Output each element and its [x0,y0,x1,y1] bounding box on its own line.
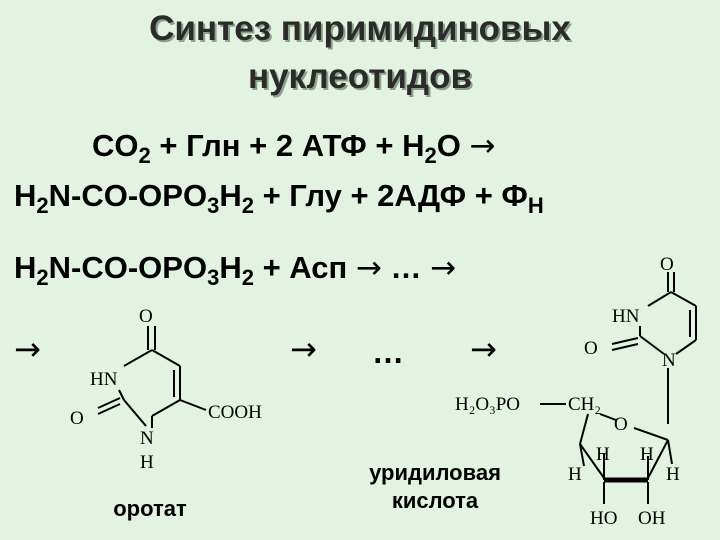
ump-caption-line1: уридиловая [369,460,501,485]
reaction-2-sub: 2 [241,193,254,218]
reaction-1-co: CO [92,128,139,163]
reaction-1-reactants: + Глн + 2 АТФ + Н [150,128,425,163]
orotate-n: N [140,428,154,449]
orotate-cooh: COOH [208,402,262,423]
reaction-3-h: Н [14,250,37,285]
reaction-1-sub: 2 [138,143,151,168]
reaction-2-carbamoyl: N-CO-OPO [48,178,208,213]
reaction-3-sub: 2 [36,265,49,290]
orotate-caption: оротат [113,496,187,521]
ump-o-left: O [584,338,598,359]
reaction-2-sub: 2 [36,193,49,218]
reaction-3-sub: 2 [241,265,254,290]
ump-h2: H [596,444,610,465]
reaction-2-sub: Н [527,193,544,218]
reaction-3-carbamoyl: N-CO-OPO [48,250,208,285]
ump-h1: H [568,464,582,485]
reaction-3-dots: … [381,250,431,285]
ump-ho: HO [590,508,617,529]
reaction-1-o: О [436,128,470,163]
ump-phosphate: H₂O₃PO [455,394,520,415]
page-title-line2: нуклеотидов [247,57,473,96]
right-arrow-icon: → [14,330,41,368]
ump-h4: H [666,464,680,485]
reaction-2-sub: 3 [207,193,220,218]
reaction-2-products: + Глу + 2АДФ + Ф [253,178,528,213]
orotate-structure: O HN O N H COOH [70,306,262,473]
ump-structure: O HN O N H₂O₃PO CH₂ O H H H H HO OH [455,254,697,529]
reaction-2-h2: Н [219,178,242,213]
reaction-3-asp: + Асп [253,250,356,285]
ump-oh: OH [638,508,666,529]
orotate-o-left: O [70,408,84,429]
orotate-o-top: O [139,306,153,327]
orotate-h: H [140,452,154,473]
reaction-2: Н2N-CO-OPO3Н2 + Глу + 2АДФ + ФН [14,178,544,217]
reaction-2-h: Н [14,178,37,213]
ump-h3: H [640,444,654,465]
reaction-1: CO2 + Глн + 2 АТФ + Н2О → [92,128,496,167]
reaction-3-sub: 3 [207,265,220,290]
row-dots: … [372,334,406,370]
ump-hn: HN [612,306,640,327]
right-arrow-icon: → [470,330,497,368]
reaction-3-h2: Н [219,250,242,285]
ump-caption-line2: кислота [391,488,479,513]
right-arrow-icon: → [355,250,382,286]
ump-ring-o: O [614,414,628,435]
right-arrow-icon: → [430,250,457,286]
right-arrow-icon: → [290,330,317,368]
reaction-1-sub: 2 [424,143,437,168]
ump-n: N [662,350,676,371]
ump-o-top: O [660,254,674,275]
ump-ch2: CH₂ [568,394,601,415]
right-arrow-icon: → [469,128,496,164]
reaction-3: Н2N-CO-OPO3Н2 + Асп → … → [14,250,457,289]
page-title-line1: Синтез пиримидиновых [149,9,571,48]
orotate-hn: HN [90,369,118,390]
